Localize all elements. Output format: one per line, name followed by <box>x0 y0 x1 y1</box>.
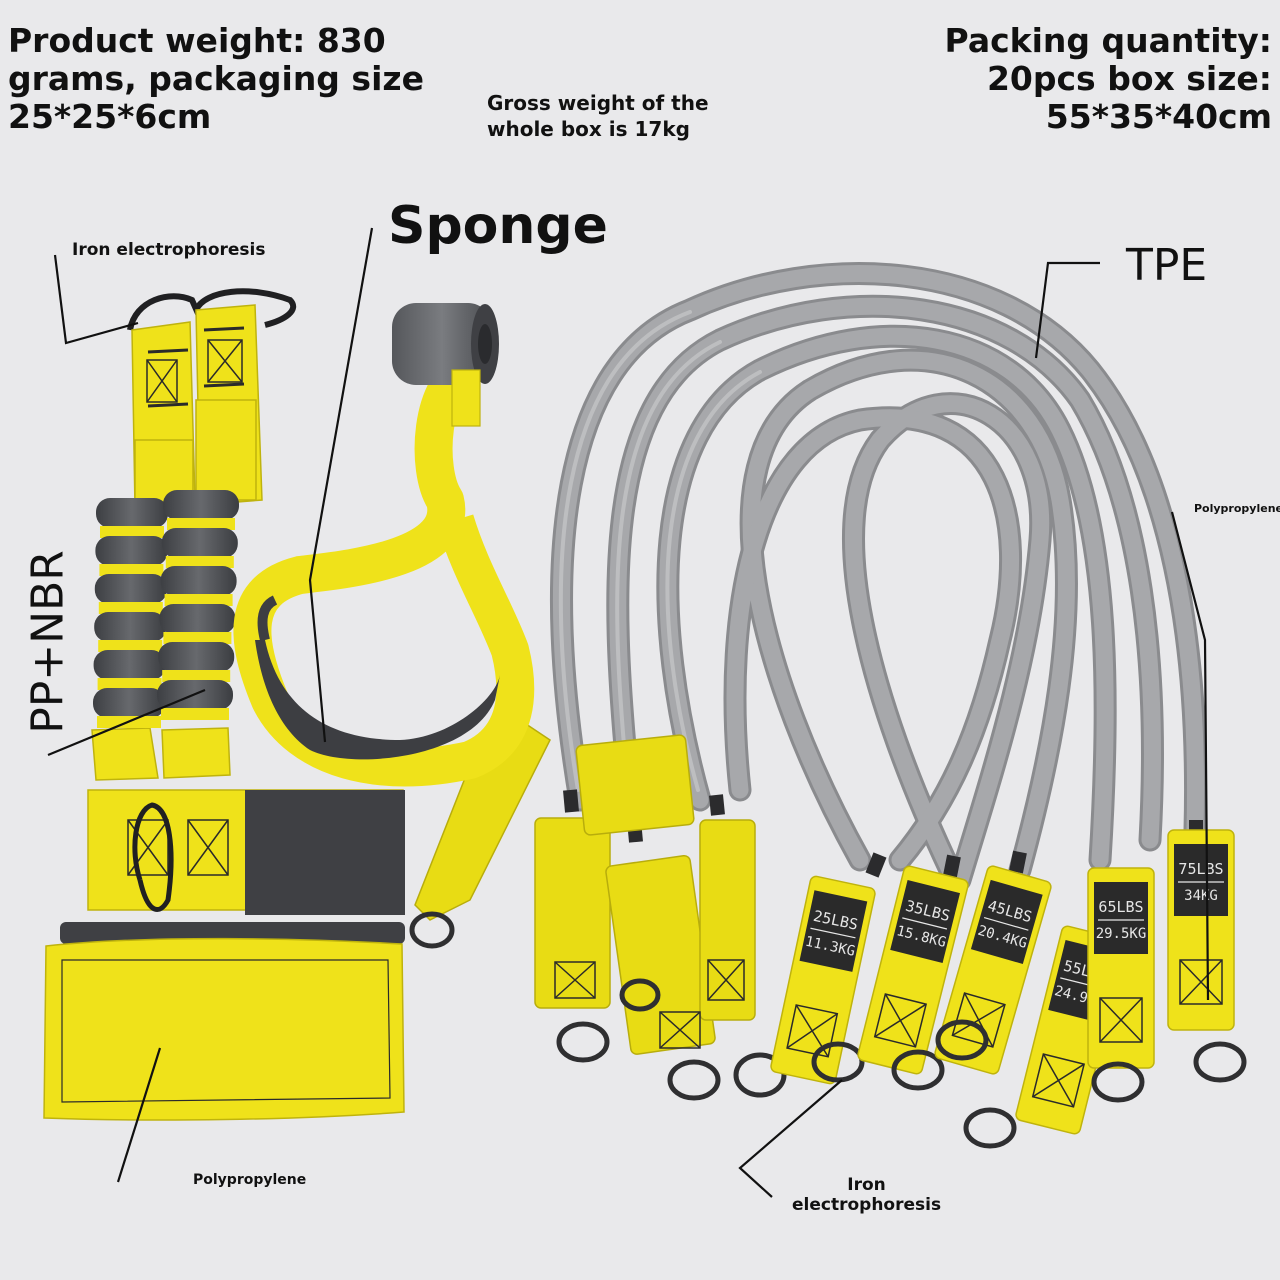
product-weight-text: Product weight: 830 grams, packaging siz… <box>8 22 424 136</box>
thigh-strap <box>43 922 405 1121</box>
tube-strap-group-left <box>409 719 787 1101</box>
product-weight-line-3: 25*25*6cm <box>8 97 212 136</box>
leader-lines <box>47 227 1210 1198</box>
sponge-callout: Sponge <box>388 196 608 256</box>
gross-weight-line-2: whole box is 17kg <box>487 117 690 141</box>
band-stitch-cross <box>874 993 927 1048</box>
packing-quantity-text: Packing quantity: 20pcs box size: 55*35*… <box>945 22 1272 136</box>
d-ring <box>891 1049 945 1091</box>
door-anchor-strap <box>87 789 405 915</box>
carabiner-strap-pair <box>127 288 297 511</box>
d-ring <box>1091 1061 1145 1103</box>
iron-electrophoresis-callout-bottom: Iron electrophoresis <box>792 1175 941 1215</box>
packing-line-3: 55*35*40cm <box>1045 97 1272 136</box>
band-strap-group: 25LBS11.3KG35LBS15.8KG45LBS20.4KG55LBS24… <box>770 829 1247 1149</box>
gross-weight-line-1: Gross weight of the <box>487 91 709 115</box>
product-weight-line-1: Product weight: 830 <box>8 21 386 60</box>
iron-bottom-line-2: electrophoresis <box>792 1195 942 1215</box>
band-label-divider <box>810 927 856 939</box>
d-ring <box>935 1019 989 1061</box>
band-stitch-cross <box>1099 997 1143 1043</box>
band-strap-label-patch <box>1174 844 1228 916</box>
band-stitch-box <box>873 993 928 1048</box>
band-kg-label: 34KG <box>1184 888 1218 904</box>
d-ring <box>963 1107 1017 1149</box>
band-label-divider <box>902 917 948 930</box>
d-ring <box>811 1041 865 1083</box>
iron-electrophoresis-callout-top: Iron electrophoresis <box>72 240 266 260</box>
band-label-divider <box>983 916 1029 931</box>
band-stitch-box <box>1099 997 1143 1043</box>
polypropylene-callout-right: Polypropylene <box>1194 502 1280 515</box>
band-stitch-box <box>786 1004 839 1058</box>
band-strap-label-patch <box>799 890 868 972</box>
band-strap: 65LBS 29.5KG <box>1087 867 1155 1069</box>
band-strap-label-patch <box>890 880 961 963</box>
band-strap-label-patch <box>970 879 1043 964</box>
polypropylene-callout-bottom: Polypropylene <box>193 1172 307 1188</box>
packing-line-2: 20pcs box size: <box>986 59 1272 98</box>
band-stitch-cross <box>1032 1053 1085 1108</box>
band-stitch-box <box>1031 1053 1086 1108</box>
band-stitch-box <box>951 992 1006 1048</box>
band-stitch-cross <box>1179 959 1223 1005</box>
product-weight-line-2: grams, packaging size <box>8 59 424 98</box>
band-lbs-label: 75LBS <box>1178 860 1223 878</box>
iron-bottom-line-1: Iron <box>847 1175 886 1195</box>
pp-nbr-callout: PP+NBR <box>22 550 74 734</box>
packing-line-1: Packing quantity: <box>944 21 1272 60</box>
tpe-tube-coil <box>550 262 1208 892</box>
foam-handle-pair <box>91 490 239 781</box>
band-kg-label: 29.5KG <box>1096 926 1147 942</box>
gross-weight-text: Gross weight of the whole box is 17kg <box>487 90 709 142</box>
band-strap-label-patch <box>1094 882 1148 954</box>
ankle-cuff-strap <box>233 303 535 787</box>
d-ring <box>1193 1041 1247 1083</box>
tpe-callout: TPE <box>1126 240 1208 291</box>
band-lbs-label: 65LBS <box>1098 898 1143 916</box>
band-strap: 75LBS 34KG <box>1167 829 1235 1031</box>
band-stitch-box <box>1179 959 1223 1005</box>
